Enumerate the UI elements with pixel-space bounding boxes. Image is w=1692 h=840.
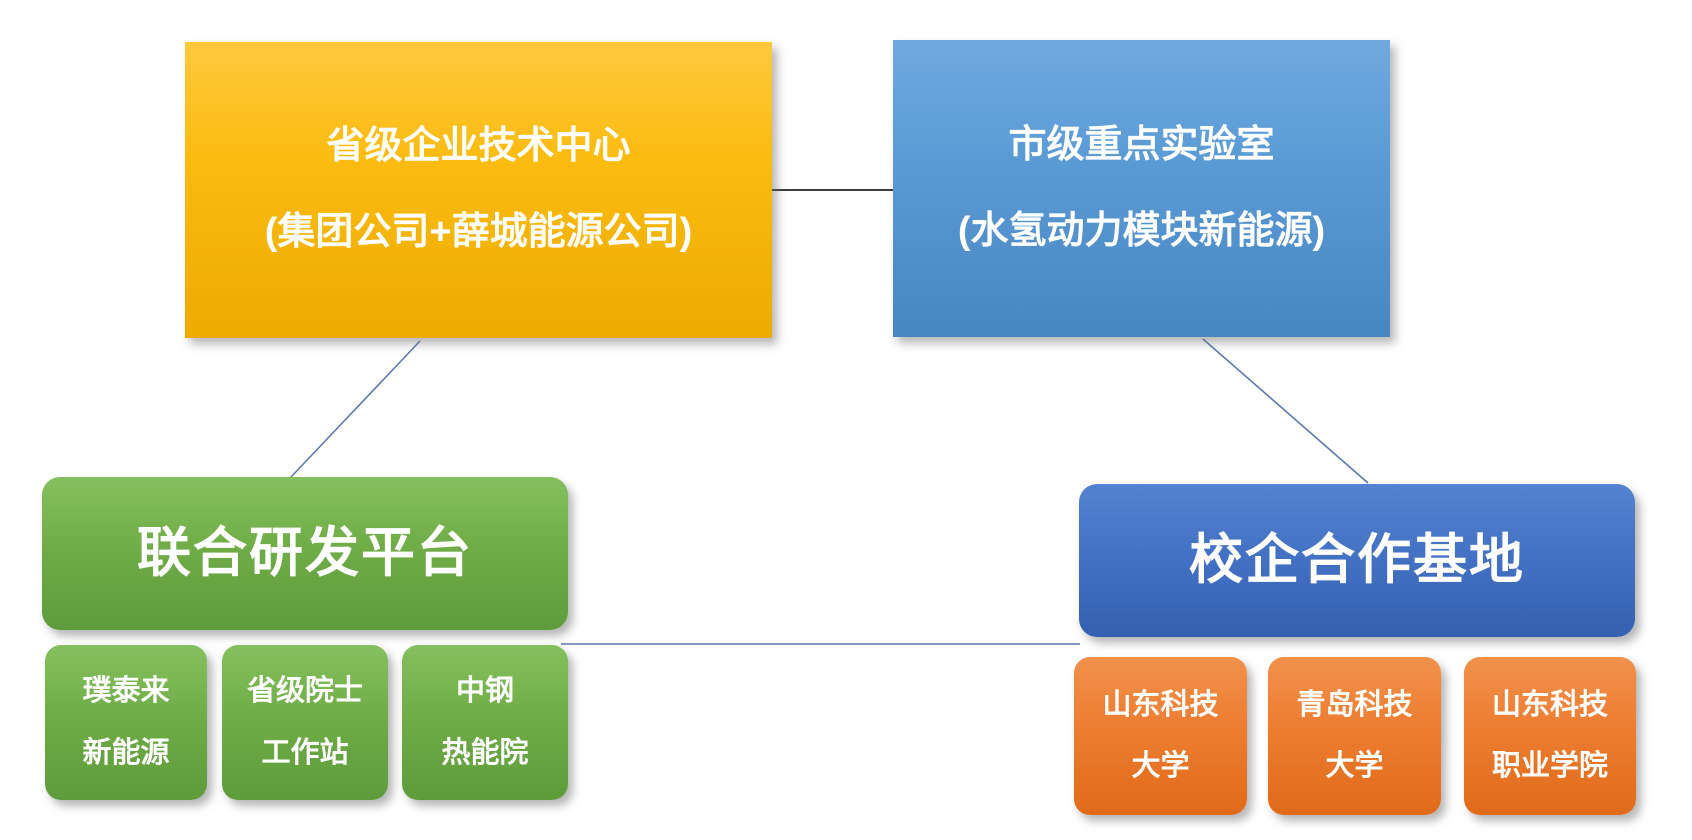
joint-rd-platform-label: 联合研发平台 <box>137 523 473 584</box>
city-lab-title: 市级重点实验室 <box>1008 123 1275 166</box>
rd-partner-line1: 璞泰来 <box>82 675 170 708</box>
connector-lab-to-school-base <box>1202 338 1369 484</box>
school-line2: 职业学院 <box>1491 750 1608 782</box>
node-school-sdust: 山东科技 大学 <box>1074 657 1247 815</box>
node-rd-partner-academician-station: 省级院士 工作站 <box>222 645 388 800</box>
school-line2: 大学 <box>1131 750 1190 782</box>
school-line2: 大学 <box>1325 750 1384 782</box>
school-enterprise-base-label: 校企合作基地 <box>1189 530 1525 591</box>
node-school-qust: 青岛科技 大学 <box>1268 657 1441 815</box>
connector-center-to-joint-rd <box>290 340 421 478</box>
node-rd-partner-putailai: 璞泰来 新能源 <box>45 645 207 800</box>
rd-partner-line1: 省级院士 <box>246 675 363 708</box>
node-rd-partner-sinosteel: 中钢 热能院 <box>402 645 568 800</box>
school-line1: 青岛科技 <box>1296 688 1413 721</box>
school-line1: 山东科技 <box>1491 688 1608 721</box>
node-school-enterprise-base: 校企合作基地 <box>1079 484 1635 637</box>
rd-partner-line2: 热能院 <box>441 736 529 769</box>
rd-partner-line2: 新能源 <box>82 736 170 769</box>
node-provincial-tech-center: 省级企业技术中心 (集团公司+薛城能源公司) <box>185 42 772 338</box>
node-school-sd-vocational: 山东科技 职业学院 <box>1464 657 1636 815</box>
rd-partner-line1: 中钢 <box>455 675 514 708</box>
node-city-key-lab: 市级重点实验室 (水氢动力模块新能源) <box>893 40 1390 337</box>
rd-partner-line2: 工作站 <box>261 736 349 769</box>
node-joint-rd-platform: 联合研发平台 <box>42 477 568 630</box>
provincial-center-title: 省级企业技术中心 <box>326 125 631 168</box>
city-lab-subtitle: (水氢动力模块新能源) <box>957 209 1326 252</box>
provincial-center-subtitle: (集团公司+薛城能源公司) <box>264 211 693 253</box>
school-line1: 山东科技 <box>1102 688 1219 721</box>
